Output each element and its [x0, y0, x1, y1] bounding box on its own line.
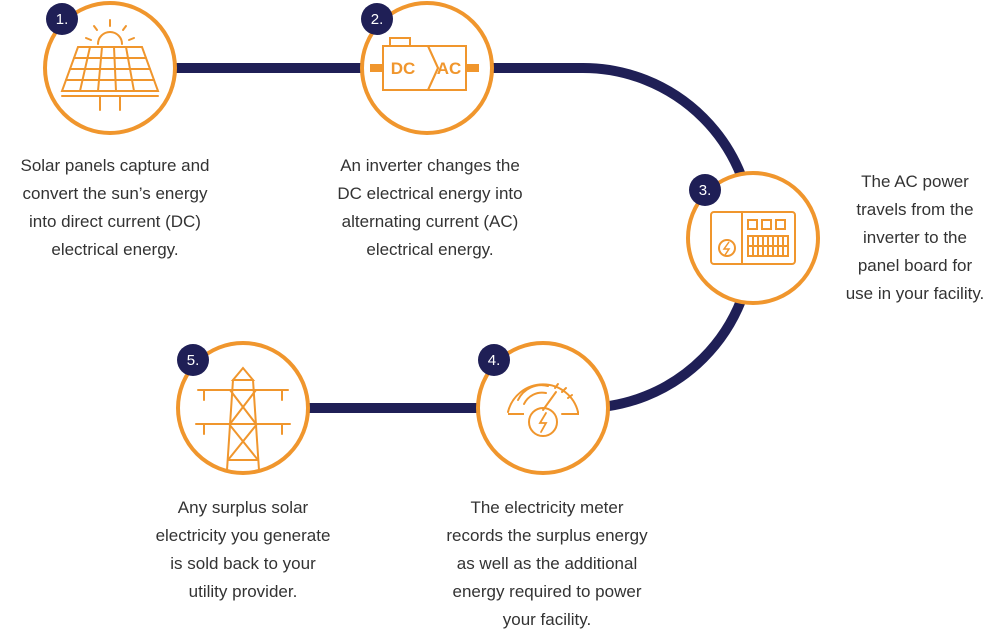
step-1-badge: 1. [46, 3, 78, 35]
step-4-badge: 4. [478, 344, 510, 376]
solar-panel-icon [60, 19, 160, 111]
svg-text:1.: 1. [56, 11, 69, 28]
svg-text:4.: 4. [488, 352, 501, 369]
electricity-meter-icon [507, 383, 579, 437]
step-5-description: Any surplus solar electricity you genera… [155, 498, 331, 601]
step-2-badge: 2. [361, 3, 393, 35]
step-1-description: Solar panels capture and convert the sun… [20, 156, 210, 259]
transmission-tower-icon [195, 366, 291, 471]
panel-board-icon [710, 211, 796, 265]
step-3-badge: 3. [689, 174, 721, 206]
svg-text:5.: 5. [187, 352, 200, 369]
step-5-badge: 5. [177, 344, 209, 376]
inverter-ac-label: AC [437, 59, 462, 78]
svg-text:3.: 3. [699, 182, 712, 199]
step-2-description: An inverter changes the DC electrical en… [337, 156, 523, 259]
step-3-description: The AC power travels from the inverter t… [845, 172, 985, 303]
inverter-icon: DC AC [370, 37, 479, 91]
step-2-circle [360, 1, 494, 135]
svg-text:2.: 2. [371, 11, 384, 28]
step-4-description: The electricity meter records the surplu… [446, 498, 648, 629]
inverter-dc-label: DC [391, 59, 416, 78]
